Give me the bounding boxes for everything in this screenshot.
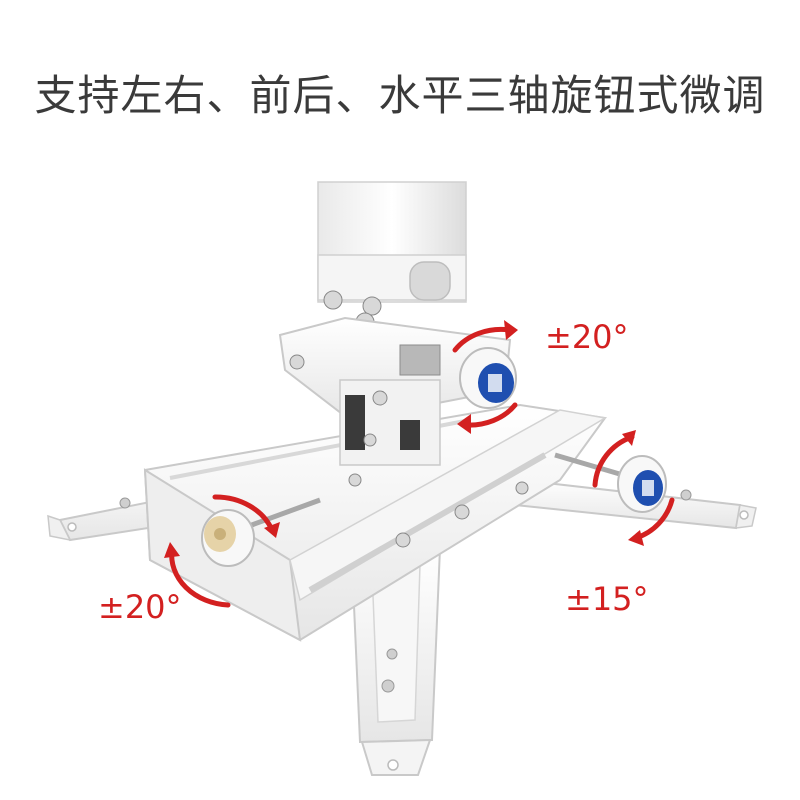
rotation-arrow-icon-left: [164, 494, 280, 608]
adjustment-knob-icon-left: [201, 509, 255, 567]
adjustment-knob-icon-top: [459, 347, 517, 409]
rotation-arrow-icon-right: [592, 430, 675, 546]
rotation-angle-label-left: ±20°: [98, 588, 182, 626]
mount-pole: [317, 181, 467, 332]
mount-arm-bottom: [350, 546, 442, 776]
rotation-angle-label-right: ±15°: [565, 580, 649, 618]
rotation-angle-label-top: ±20°: [545, 318, 629, 356]
rotation-arrow-icon-top: [452, 320, 518, 434]
adjustment-knob-icon-right: [617, 455, 667, 513]
upper-bracket: [278, 316, 512, 466]
headline-title: 支持左右、前后、水平三轴旋钮式微调: [34, 71, 766, 120]
